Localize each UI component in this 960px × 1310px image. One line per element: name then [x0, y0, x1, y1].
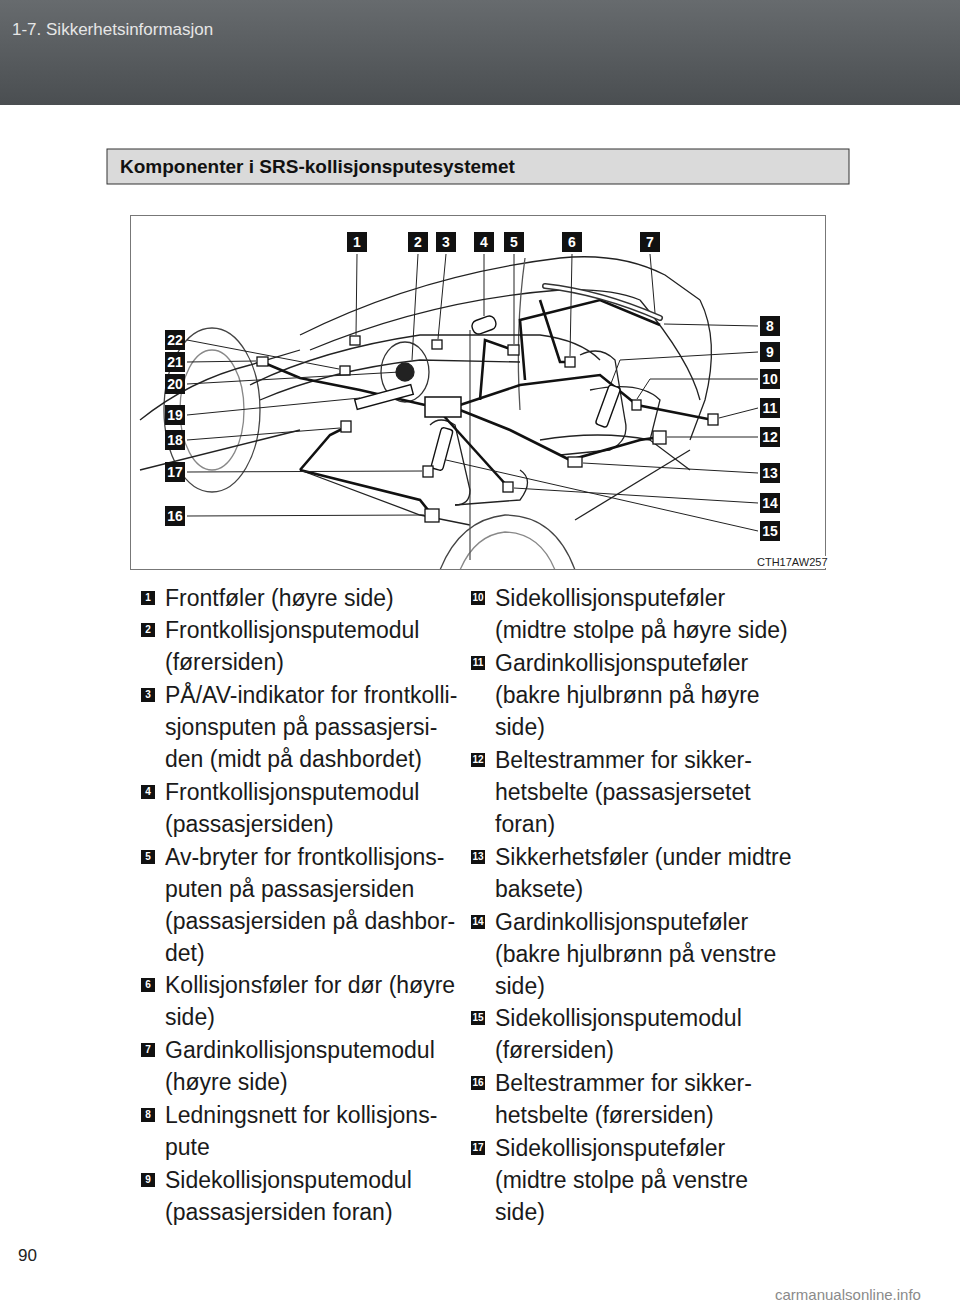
callout-number: 15	[760, 521, 780, 541]
list-number: 13	[471, 850, 485, 864]
component-name: Sidekollisjonsputeføler (midtre stolpe p…	[495, 582, 795, 646]
component-name: Gardinkollisjonsputeføler (bakre hjulbrø…	[495, 647, 795, 743]
callout-number: 4	[474, 232, 494, 252]
callout-number: 12	[760, 427, 780, 447]
component-name: Beltestrammer for sikker- hetsbelte (før…	[495, 1067, 795, 1131]
list-number: 4	[141, 785, 155, 799]
component-name: Sikkerhetsføler (under midtre baksete)	[495, 841, 795, 905]
callout-number: 14	[760, 493, 780, 513]
component-name: Frontkollisjonsputemodul (passasjersiden…	[165, 776, 465, 840]
list-number: 2	[141, 623, 155, 637]
list-number: 11	[471, 656, 485, 670]
airbag-parts	[257, 286, 718, 522]
callout-number: 7	[640, 232, 660, 252]
component-name: Kollisjonsføler for dør (høyre side)	[165, 969, 465, 1033]
component-name: Sidekollisjonsputeføler (midtre stolpe p…	[495, 1132, 795, 1228]
callout-number: 11	[760, 398, 780, 418]
callout-number: 19	[165, 405, 185, 425]
leader-lines	[187, 254, 758, 531]
list-number: 1	[141, 591, 155, 605]
figure-code: CTH17AW257	[755, 556, 830, 568]
component-name: Beltestrammer for sikker- hetsbelte (pas…	[495, 744, 795, 840]
callout-number: 17	[165, 462, 185, 482]
callout-number: 20	[165, 374, 185, 394]
watermark: carmanualsonline.info	[775, 1286, 921, 1303]
list-number: 9	[141, 1173, 155, 1187]
callout-number: 16	[165, 506, 185, 526]
wiring-harness	[262, 300, 713, 515]
callout-number: 1	[347, 232, 367, 252]
callout-number: 22	[165, 330, 185, 350]
component-name: Sidekollisjonsputemodul (førersiden)	[495, 1002, 795, 1066]
callout-number: 8	[760, 316, 780, 336]
component-name: Gardinkollisjonsputeføler (bakre hjulbrø…	[495, 906, 795, 1002]
list-number: 14	[471, 915, 485, 929]
callout-number: 5	[504, 232, 524, 252]
component-name: Av-bryter for frontkollisjons- puten på …	[165, 841, 465, 969]
callout-number: 6	[562, 232, 582, 252]
list-number: 6	[141, 978, 155, 992]
car-illustration	[140, 257, 711, 569]
callout-number: 3	[436, 232, 456, 252]
list-number: 12	[471, 753, 485, 767]
title-box	[107, 149, 849, 184]
running-header: 1-7. Sikkerhetsinformasjon	[12, 20, 213, 40]
callout-number: 18	[165, 430, 185, 450]
component-name: PÅ/AV-indikator for frontkolli- sjonsput…	[165, 679, 465, 775]
list-number: 5	[141, 850, 155, 864]
list-number: 15	[471, 1011, 485, 1025]
section-title: Komponenter i SRS-kollisjonsputesystemet	[120, 156, 515, 178]
list-number: 10	[471, 591, 485, 605]
callout-number: 21	[165, 352, 185, 372]
list-number: 7	[141, 1043, 155, 1057]
callout-number: 9	[760, 342, 780, 362]
illustration-frame	[131, 216, 826, 570]
callout-number: 2	[408, 232, 428, 252]
list-number: 17	[471, 1141, 485, 1155]
callout-number: 13	[760, 463, 780, 483]
component-name: Ledningsnett for kollisjons- pute	[165, 1099, 465, 1163]
list-number: 3	[141, 688, 155, 702]
header-band	[0, 0, 960, 105]
component-name: Gardinkollisjonsputemodul (høyre side)	[165, 1034, 465, 1098]
component-name: Frontkollisjonsputemodul (førersiden)	[165, 614, 465, 678]
component-name: Frontføler (høyre side)	[165, 582, 465, 614]
component-name: Sidekollisjonsputemodul (passasjersiden …	[165, 1164, 465, 1228]
list-number: 16	[471, 1076, 485, 1090]
callout-number: 10	[760, 369, 780, 389]
list-number: 8	[141, 1108, 155, 1122]
page-number: 90	[18, 1246, 37, 1266]
